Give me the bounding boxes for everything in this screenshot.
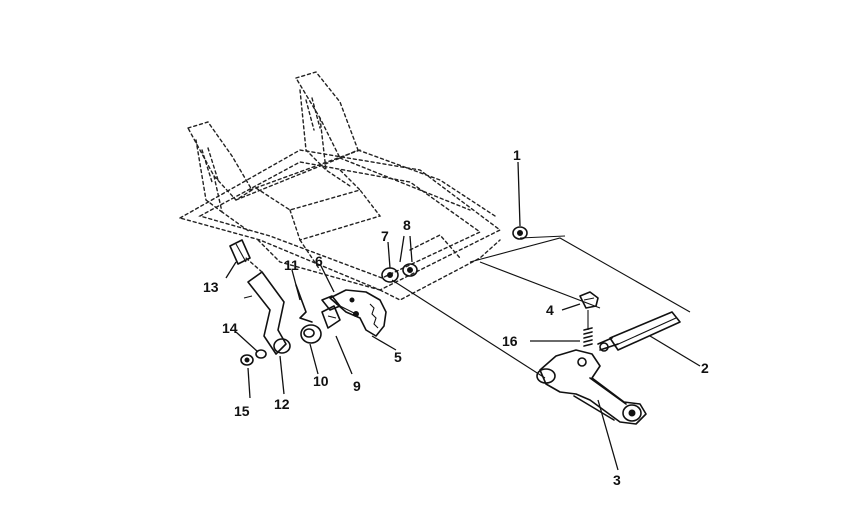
- callout-8: 8: [403, 217, 411, 233]
- guide-lines: [391, 235, 691, 379]
- bushing-part-10: [300, 324, 322, 344]
- callout-3: 3: [613, 472, 621, 488]
- callout-1: 1: [513, 147, 521, 163]
- spring-part-11: [295, 284, 313, 323]
- washer-part-14: [255, 349, 267, 359]
- leader-lines: [225, 161, 701, 471]
- callout-15: 15: [234, 403, 250, 419]
- washer-part-8: [402, 263, 418, 277]
- idler-arm-part-3: [536, 349, 647, 425]
- nut-part-15: [240, 354, 254, 366]
- callout-2: 2: [701, 360, 709, 376]
- nut-part-1: [512, 226, 528, 240]
- callout-labels: 1 2 3 4 5 6 7 8 9 10 11 12 13 14 15 16: [203, 147, 709, 488]
- knob-part-13: [229, 239, 251, 265]
- detent-plate-part-5: [329, 289, 387, 337]
- callout-12: 12: [274, 396, 290, 412]
- callout-11: 11: [284, 257, 299, 273]
- callout-13: 13: [203, 279, 219, 295]
- callout-9: 9: [353, 378, 361, 394]
- callout-4: 4: [546, 302, 554, 318]
- washer-part-7: [381, 267, 399, 283]
- callout-7: 7: [381, 228, 389, 244]
- cylinder-part-2: [597, 311, 681, 352]
- pivot-part-9: [321, 305, 341, 329]
- callout-16: 16: [502, 333, 518, 349]
- callout-10: 10: [313, 373, 329, 389]
- frame-phantom: [178, 71, 502, 301]
- callout-5: 5: [394, 349, 402, 365]
- fitting-part-4: [579, 291, 599, 309]
- control-lever-part-12: [243, 257, 291, 355]
- spring-part-16: [583, 310, 593, 347]
- callout-14: 14: [222, 320, 238, 336]
- callout-6: 6: [315, 253, 323, 269]
